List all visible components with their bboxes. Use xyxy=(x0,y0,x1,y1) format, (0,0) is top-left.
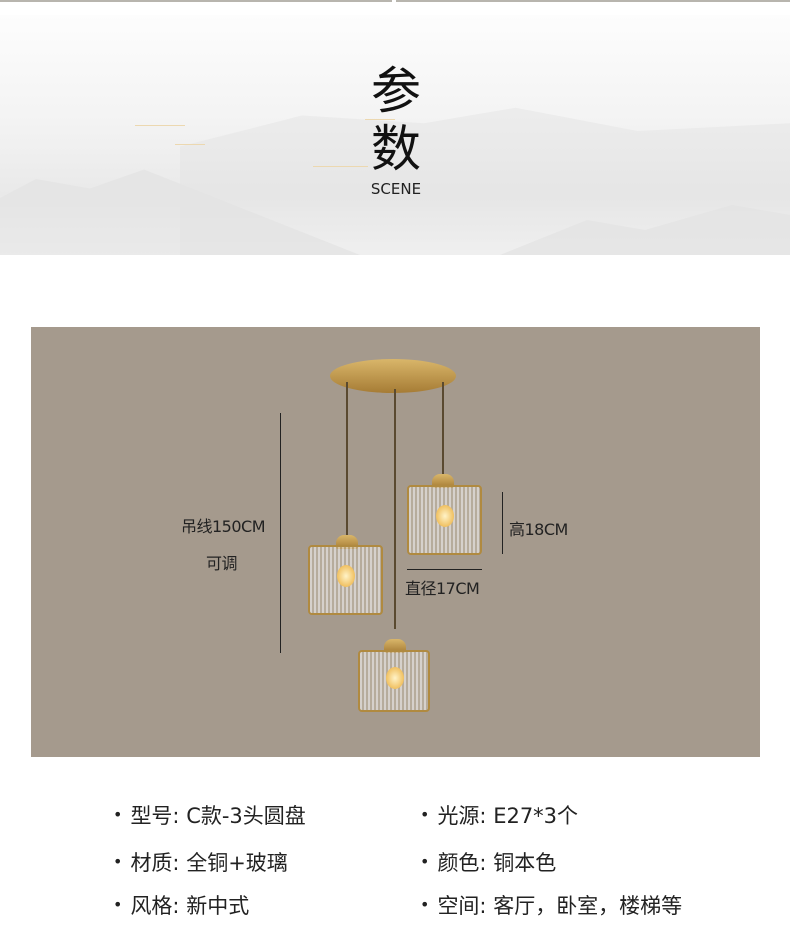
spec-style: 风格: 新中式 xyxy=(113,890,249,920)
diameter-arrow xyxy=(407,569,482,570)
ceiling-canopy xyxy=(330,359,456,393)
title-char: 数 xyxy=(371,120,421,178)
lamp-cap xyxy=(384,639,406,653)
lamp-shade xyxy=(308,545,383,615)
title-char: 参 xyxy=(371,62,421,120)
spec-color: 颜色: 铜本色 xyxy=(420,847,556,877)
cable xyxy=(394,389,396,629)
spec-model: 型号: C款-3头圆盘 xyxy=(113,800,305,830)
lamp-shade xyxy=(358,650,430,712)
cable-length-arrow xyxy=(280,413,281,653)
height-arrow xyxy=(502,492,503,554)
spec-space: 空间: 客厅，卧室，楼梯等 xyxy=(420,890,682,920)
top-divider xyxy=(396,0,790,2)
page-subtitle: SCENE xyxy=(370,180,422,198)
lamp-shade xyxy=(407,485,482,555)
spec-light-source: 光源: E27*3个 xyxy=(420,800,578,830)
cable xyxy=(442,382,444,482)
header-banner xyxy=(0,15,790,255)
height-label: 高18CM xyxy=(509,520,568,539)
page-title: 参数 xyxy=(368,62,424,178)
spec-material: 材质: 全铜+玻璃 xyxy=(113,847,287,877)
diameter-label: 直径17CM xyxy=(405,579,480,598)
cable xyxy=(346,382,348,542)
cable-adjustable-label: 可调 xyxy=(206,554,238,573)
top-divider xyxy=(0,0,392,2)
cable-length-label: 吊线150CM xyxy=(181,517,266,536)
product-photo: 吊线150CM 可调 高18CM 直径17CM xyxy=(31,327,760,757)
lamp-cap xyxy=(432,474,454,488)
